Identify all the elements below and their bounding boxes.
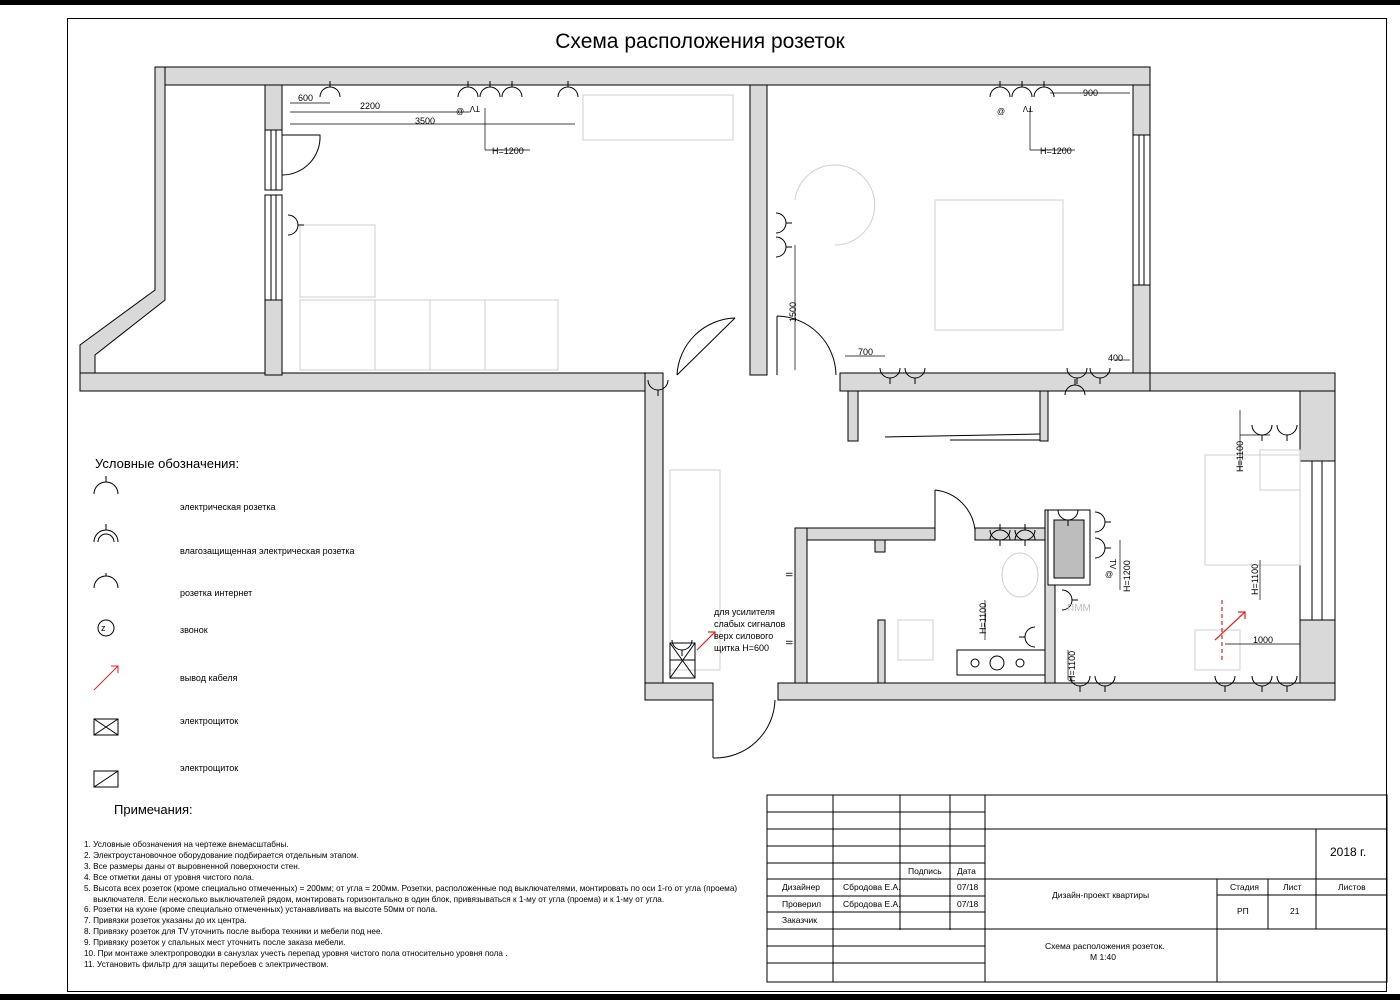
stamp-checked-date: 07/18	[957, 899, 979, 909]
plan-annotations: 600 2200 3500 H=1200 900 H=1200 1500 700…	[101, 88, 1273, 682]
drawing-frame	[67, 18, 1387, 992]
page-title: Схема расположения розеток	[555, 30, 845, 53]
note-item: выключателя. Если несколько выключателей…	[84, 894, 665, 904]
stamp-scale: М 1:40	[1090, 952, 1116, 962]
dishwasher-label: ПММ	[1067, 603, 1091, 614]
top-border-bar	[0, 0, 1400, 5]
walls	[79, 66, 1336, 701]
wall-mark-top: II	[784, 572, 794, 577]
note-item: 6. Розетки на кухне (кроме специально от…	[84, 905, 438, 915]
legend-label-cable-outlet: вывод кабеля	[180, 673, 238, 683]
electrical-panel-diagonal-icon	[93, 770, 119, 788]
stamp-project: Дизайн-проект квартиры	[1052, 890, 1150, 900]
stamp-checked-name: Сбродова Е.А.	[843, 899, 901, 909]
stamp-year: 2018 г.	[1330, 845, 1367, 859]
wall-mark-bottom: II	[784, 640, 794, 645]
bath-counter	[956, 649, 1046, 676]
amp-note-line-3: верх силового	[714, 631, 773, 641]
dim-700: 700	[858, 347, 873, 357]
bell-glyph: z	[101, 623, 106, 633]
stamp-stage: РП	[1237, 906, 1249, 916]
dim-900: 900	[1083, 88, 1098, 98]
legend-label-panel-x: электрощиток	[180, 716, 239, 726]
note-item: 5. Высота всех розеток (кроме специально…	[84, 883, 738, 893]
note-item: 9. Привязку розеток у спальных мест уточ…	[84, 938, 346, 948]
internet-label-bath: @	[1105, 570, 1113, 579]
socket-icon	[93, 476, 119, 495]
note-item: 2. Электроустановочное оборудование подб…	[84, 850, 359, 860]
internet-label-right: @	[997, 107, 1005, 116]
legend-label-bell: звонок	[180, 625, 208, 635]
note-item: 3. Все размеры даны от выровненной повер…	[84, 861, 300, 871]
dim-1500: 1500	[788, 302, 798, 322]
height-1200-bath: H=1200	[1122, 560, 1132, 592]
legend-label-waterproof-socket: влагозащищенная электрическая розетка	[180, 546, 355, 556]
internet-socket-icon	[93, 573, 119, 589]
cable-outlet-icon	[93, 665, 119, 691]
bottom-border-bar	[0, 994, 1400, 1000]
electrical-panel-x-icon	[93, 718, 119, 736]
stamp-drawing-title: Схема расположения розеток.	[1045, 941, 1165, 951]
note-item: 4. Все отметки даны от уровня чистого по…	[84, 872, 254, 882]
cable-outlet-markers	[696, 600, 1246, 660]
height-1100-kitchen-top: H=1100	[1235, 441, 1245, 472]
stamp-col-signature: Подпись	[908, 866, 942, 876]
internet-label-left: @	[456, 107, 464, 116]
note-item: 8. Привязку розеток для TV уточнить посл…	[84, 927, 383, 937]
dimension-lines	[290, 92, 1300, 680]
tv-label-right: TV	[1022, 104, 1033, 113]
dim-2200: 2200	[360, 101, 380, 111]
note-item: 1. Условные обозначения на чертеже внема…	[84, 840, 289, 849]
dim-400: 400	[1108, 353, 1123, 363]
electrical-panel	[669, 642, 696, 679]
note-item: 10. При монтаже электропроводки в санузл…	[84, 949, 508, 959]
tv-label-bath: TV	[1108, 559, 1117, 570]
notes-heading: Примечания:	[114, 802, 193, 817]
height-1100-bath-low: H=1100	[1067, 651, 1077, 682]
bell-icon	[97, 619, 115, 637]
doors	[281, 134, 1041, 759]
stamp-role-checked: Проверил	[782, 899, 822, 909]
stamp-col-sheet: Лист	[1283, 882, 1302, 892]
waterproof-socket-icon	[93, 524, 119, 543]
legend-label-panel-diagonal: электрощиток	[180, 763, 239, 773]
legend-label-internet-socket: розетка интернет	[180, 588, 253, 598]
amp-note-line-1: для усилителя	[714, 607, 775, 617]
dim-3500: 3500	[415, 116, 435, 126]
note-item: 11. Установить фильтр для защиты перебое…	[84, 959, 329, 969]
legend-heading: Условные обозначения:	[95, 456, 240, 471]
amp-note-line-4: щитка H=600	[714, 643, 769, 653]
stamp-col-sheets: Листов	[1338, 882, 1366, 892]
stamp-col-date: Дата	[957, 866, 976, 876]
stamp-designer-date: 07/18	[957, 882, 979, 892]
stamp-designer-name: Сбродова Е.А.	[843, 882, 901, 892]
windows	[264, 129, 1336, 621]
height-1100-kitchen-mid: H=1100	[1250, 564, 1260, 595]
legend-label-socket: электрическая розетка	[180, 502, 276, 512]
dim-600: 600	[298, 93, 313, 103]
stamp-col-stage: Стадия	[1230, 882, 1259, 892]
notes-list: 1. Условные обозначения на чертеже внема…	[84, 840, 764, 971]
note-item: 7. Привязки розеток указаны до их центра…	[84, 916, 247, 926]
stamp-role-designer: Дизайнер	[782, 882, 821, 892]
amp-note-line-2: слабых сигналов	[714, 619, 786, 629]
dim-1000: 1000	[1253, 635, 1273, 645]
tv-label-left: TV	[469, 104, 480, 113]
height-1200-right: H=1200	[1040, 146, 1072, 156]
stamp-sheet: 21	[1290, 906, 1300, 916]
height-1200-left: H=1200	[492, 146, 524, 156]
stamp-role-client: Заказчик	[782, 915, 817, 925]
furniture	[299, 94, 1301, 671]
height-1100-bath: H=1100	[978, 603, 988, 634]
legend-icons	[93, 476, 119, 788]
